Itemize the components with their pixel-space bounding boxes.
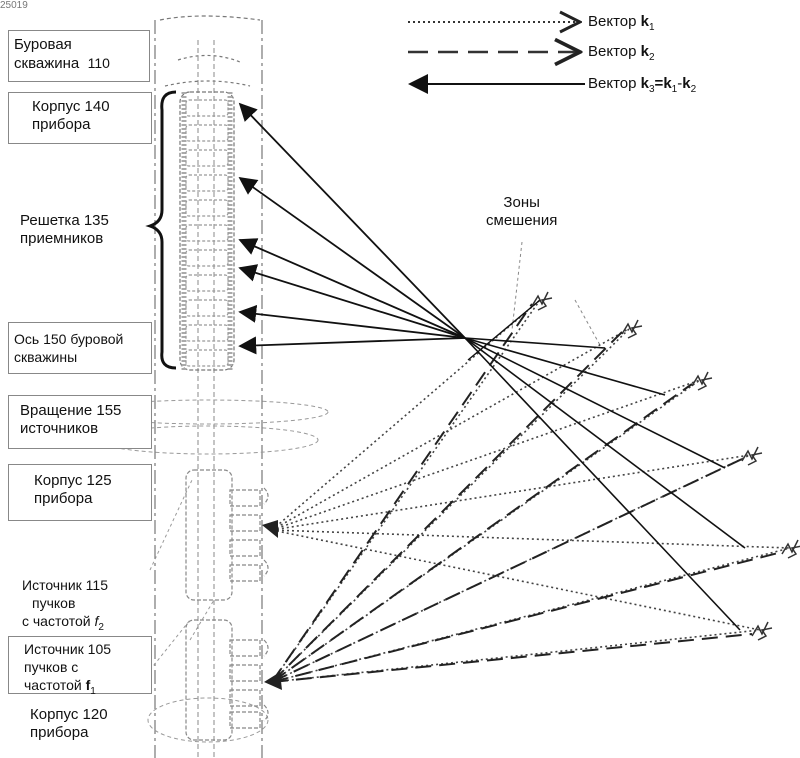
beam-k1 — [272, 328, 630, 530]
beam-k3 — [465, 338, 665, 395]
beam-k1 — [272, 530, 790, 548]
beam-k1 — [272, 300, 540, 530]
beam-k3 — [468, 300, 540, 360]
mixing-zones-label: Зоны смешения — [486, 194, 557, 230]
beam-k1 — [272, 300, 540, 682]
beam-k2 — [272, 332, 622, 682]
beam-k3 — [240, 312, 465, 338]
mixing-leaders — [470, 240, 600, 345]
grid-ring — [186, 275, 228, 291]
grid-ring — [186, 250, 228, 266]
axis-label: Ось 150 буровой скважины — [14, 330, 123, 366]
beam-k1 — [272, 380, 700, 530]
legend-k1: Вектор k1 — [588, 13, 655, 37]
source-marks — [262, 520, 282, 690]
grid-ring — [186, 100, 228, 116]
beam-k3 — [240, 338, 465, 346]
mixing-squiggles — [532, 292, 800, 640]
beam-k3 — [465, 338, 745, 548]
housing140-label: Корпус 140 прибора — [32, 98, 110, 134]
grid-ring — [186, 325, 228, 341]
borehole-walls — [155, 16, 262, 758]
tool-shaft — [198, 40, 214, 758]
grid-ring — [186, 350, 228, 366]
grid-ring — [186, 150, 228, 166]
legend-k3: Вектор k3=k1-k2 — [588, 75, 696, 99]
beams-k2 — [272, 304, 782, 682]
source105-label: Источник 105 пучков с частотой f1 — [24, 640, 111, 701]
borehole-label: Буровая скважина 110 — [14, 36, 110, 73]
brace — [150, 92, 176, 368]
beam-k2 — [272, 634, 752, 682]
grid-ring — [186, 175, 228, 191]
grid-ring — [186, 300, 228, 316]
beam-k3 — [240, 178, 465, 338]
beam-k3 — [240, 240, 465, 338]
receiver-grid-label: Решетка 135 приемников — [20, 212, 109, 248]
receiver-grid — [180, 92, 234, 370]
grid-ring — [186, 225, 228, 241]
source115-label: Источник 115 пучков с частотой f2 — [22, 576, 108, 637]
beams-k3 — [240, 104, 745, 630]
housing125-label: Корпус 125 прибора — [34, 472, 112, 508]
housing120-label: Корпус 120 прибора — [30, 706, 108, 742]
grid-ring — [186, 125, 228, 141]
beam-k1 — [272, 455, 750, 530]
legend-lines — [408, 22, 585, 84]
source-leaders — [150, 480, 214, 670]
legend-k2: Вектор k2 — [588, 43, 655, 67]
grid-ring — [186, 200, 228, 216]
beam-k2 — [272, 384, 692, 682]
rotation-label: Вращение 155 источников — [20, 402, 121, 438]
